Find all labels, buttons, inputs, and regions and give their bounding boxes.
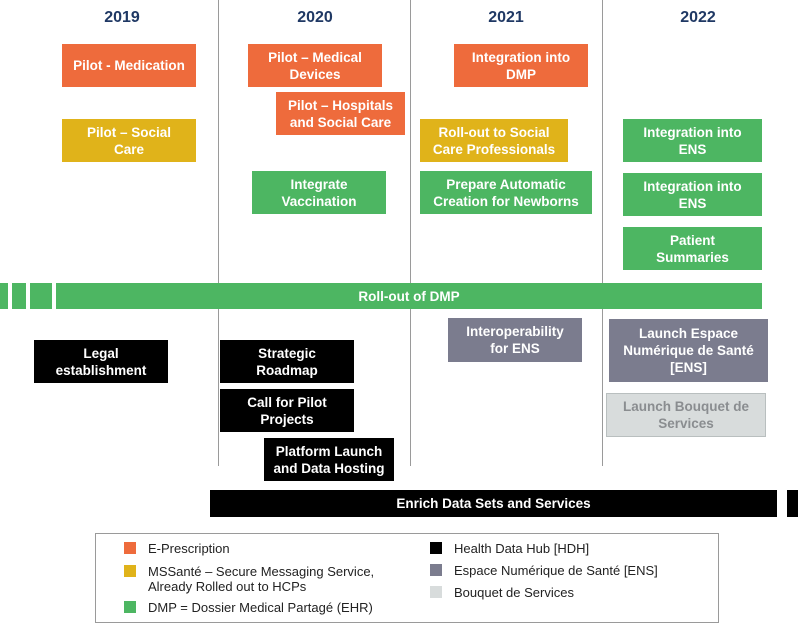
enrich-data-sets-services-bar: Enrich Data Sets and Services [210,490,777,517]
legend-label: DMP = Dossier Medical Partagé (EHR) [148,600,373,615]
dmp-bar-segment-3 [30,283,52,309]
legend-label: E-Prescription [148,541,230,556]
year-2021: 2021 [488,9,524,26]
platform-launch-data-hosting-box: Platform Launch and Data Hosting [264,438,394,481]
year-2020: 2020 [297,9,333,26]
legal-establishment-box: Legal establishment [34,340,168,383]
integration-into-ens-box-2: Integration into ENS [623,173,762,216]
dmp-bar-segment-2 [12,283,26,309]
rollout-of-dmp-bar: Roll-out of DMP [56,283,762,309]
legend-swatch-gray [430,564,442,576]
pilot-social-care-box: Pilot – Social Care [62,119,196,162]
integrate-vaccination-box: Integrate Vaccination [252,171,386,214]
launch-ens-box: Launch Espace Numérique de Santé [ENS] [609,319,768,382]
legend-item-ens: Espace Numérique de Santé [ENS] [430,563,658,578]
prepare-automatic-creation-newborns-box: Prepare Automatic Creation for Newborns [420,171,592,214]
pilot-medical-devices-box: Pilot – Medical Devices [248,44,382,87]
integration-into-ens-box-1: Integration into ENS [623,119,762,162]
interoperability-for-ens-box: Interoperability for ENS [448,318,582,362]
legend-item-bouquet: Bouquet de Services [430,585,574,600]
pilot-medication-box: Pilot - Medication [62,44,196,87]
integration-into-dmp-box: Integration into DMP [454,44,588,87]
legend-item-e-prescription: E-Prescription [124,541,230,556]
year-2019: 2019 [104,9,140,26]
patient-summaries-box: Patient Summaries [623,227,762,270]
legend-label: MSSanté – Secure Messaging Service, Alre… [148,564,375,594]
year-divider-2021-2022 [602,0,603,466]
call-for-pilot-projects-box: Call for Pilot Projects [220,389,354,432]
year-2022: 2022 [680,9,716,26]
legend-swatch-green [124,601,136,613]
legend-swatch-yellow [124,565,136,577]
enrich-bar-continuation [787,490,798,517]
pilot-hospitals-social-care-box: Pilot – Hospitals and Social Care [276,92,405,135]
launch-bouquet-de-services-box: Launch Bouquet de Services [606,393,766,437]
legend-item-dmp: DMP = Dossier Medical Partagé (EHR) [124,600,373,615]
rollout-social-care-professionals-box: Roll-out to Social Care Professionals [420,119,568,162]
legend-swatch-orange [124,542,136,554]
legend-label: Espace Numérique de Santé [ENS] [454,563,658,578]
legend-swatch-light-gray [430,586,442,598]
strategic-roadmap-box: Strategic Roadmap [220,340,354,383]
legend-item-mssante: MSSanté – Secure Messaging Service, Alre… [124,564,374,594]
legend-swatch-black [430,542,442,554]
year-divider-2019-2020 [218,0,219,466]
legend: E-Prescription MSSanté – Secure Messagin… [95,533,719,623]
legend-label: Bouquet de Services [454,585,574,600]
year-divider-2020-2021 [410,0,411,466]
dmp-bar-segment-1 [0,283,8,309]
legend-label: Health Data Hub [HDH] [454,541,590,556]
legend-item-hdh: Health Data Hub [HDH] [430,541,589,556]
